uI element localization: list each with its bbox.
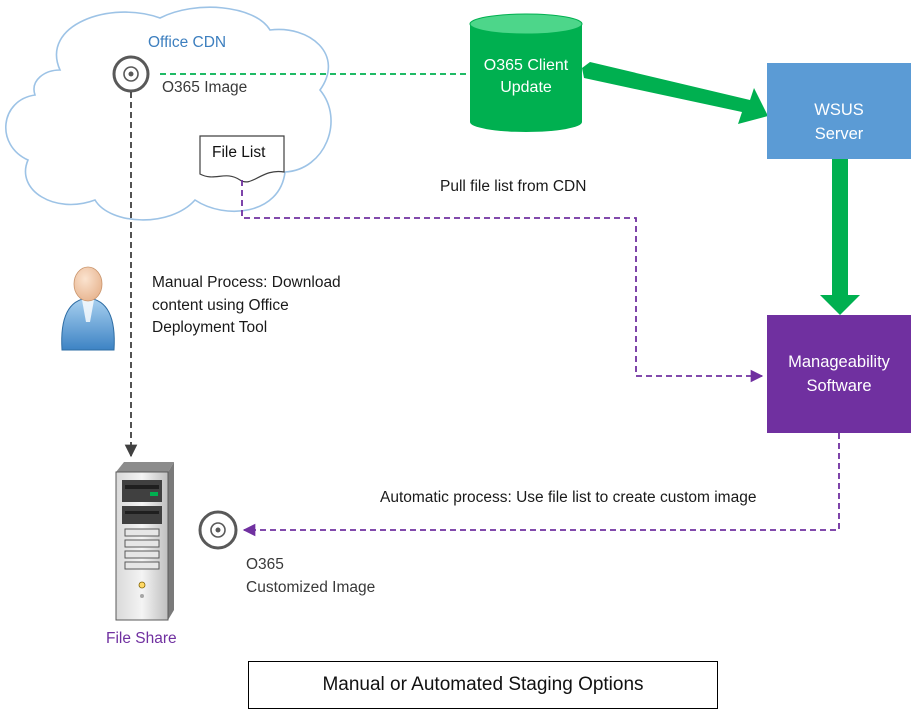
user-icon	[61, 266, 115, 351]
manual-process-line1: Manual Process: Download	[152, 274, 341, 291]
client-update-label: O365 Client Update	[470, 52, 582, 102]
wsus-line2: Server	[814, 125, 864, 143]
auto-process-label: Automatic process: Use file list to crea…	[380, 489, 757, 506]
client-update-database-icon	[469, 13, 583, 132]
o365-image-disc-icon	[112, 55, 150, 93]
customized-image-line2: Customized Image	[246, 579, 376, 596]
auto-process-line	[242, 433, 840, 537]
file-list-document-icon	[199, 135, 285, 183]
file-share-server-tower-icon	[115, 462, 174, 621]
customized-image-label: O365 Customized Image	[246, 553, 406, 599]
client-update-line1: O365 Client	[483, 57, 569, 74]
customized-image-disc-icon	[198, 510, 238, 550]
wsus-server-box	[767, 63, 911, 159]
customized-image-line1: O365	[246, 556, 284, 573]
wsus-to-manageability-arrow	[820, 159, 860, 315]
update-to-wsus-arrow	[582, 62, 768, 124]
office-cdn-title: Office CDN	[148, 34, 227, 51]
manageability-software-label: Manageability Software	[767, 338, 911, 410]
manageability-line2: Software	[806, 377, 872, 395]
pull-file-list-line	[241, 180, 764, 383]
o365-image-label: O365 Image	[162, 79, 248, 96]
manual-process-line2: content using Office	[152, 296, 289, 314]
manual-process-label: Manual Process: Download content using O…	[152, 272, 382, 340]
manual-process-line3: Deployment Tool	[152, 319, 268, 336]
manageability-line1: Manageability	[788, 353, 890, 371]
wsus-line1: WSUS	[814, 101, 864, 119]
pull-file-list-label: Pull file list from CDN	[440, 178, 587, 195]
wsus-server-label: WSUS Server	[767, 86, 911, 158]
manageability-software-box	[767, 315, 911, 433]
footer-title: Manual or Automated Staging Options	[322, 674, 644, 695]
file-share-label: File Share	[106, 630, 177, 647]
file-list-label: File List	[212, 144, 266, 161]
client-update-line2: Update	[500, 79, 552, 96]
footer-title-box: Manual or Automated Staging Options	[248, 661, 718, 709]
